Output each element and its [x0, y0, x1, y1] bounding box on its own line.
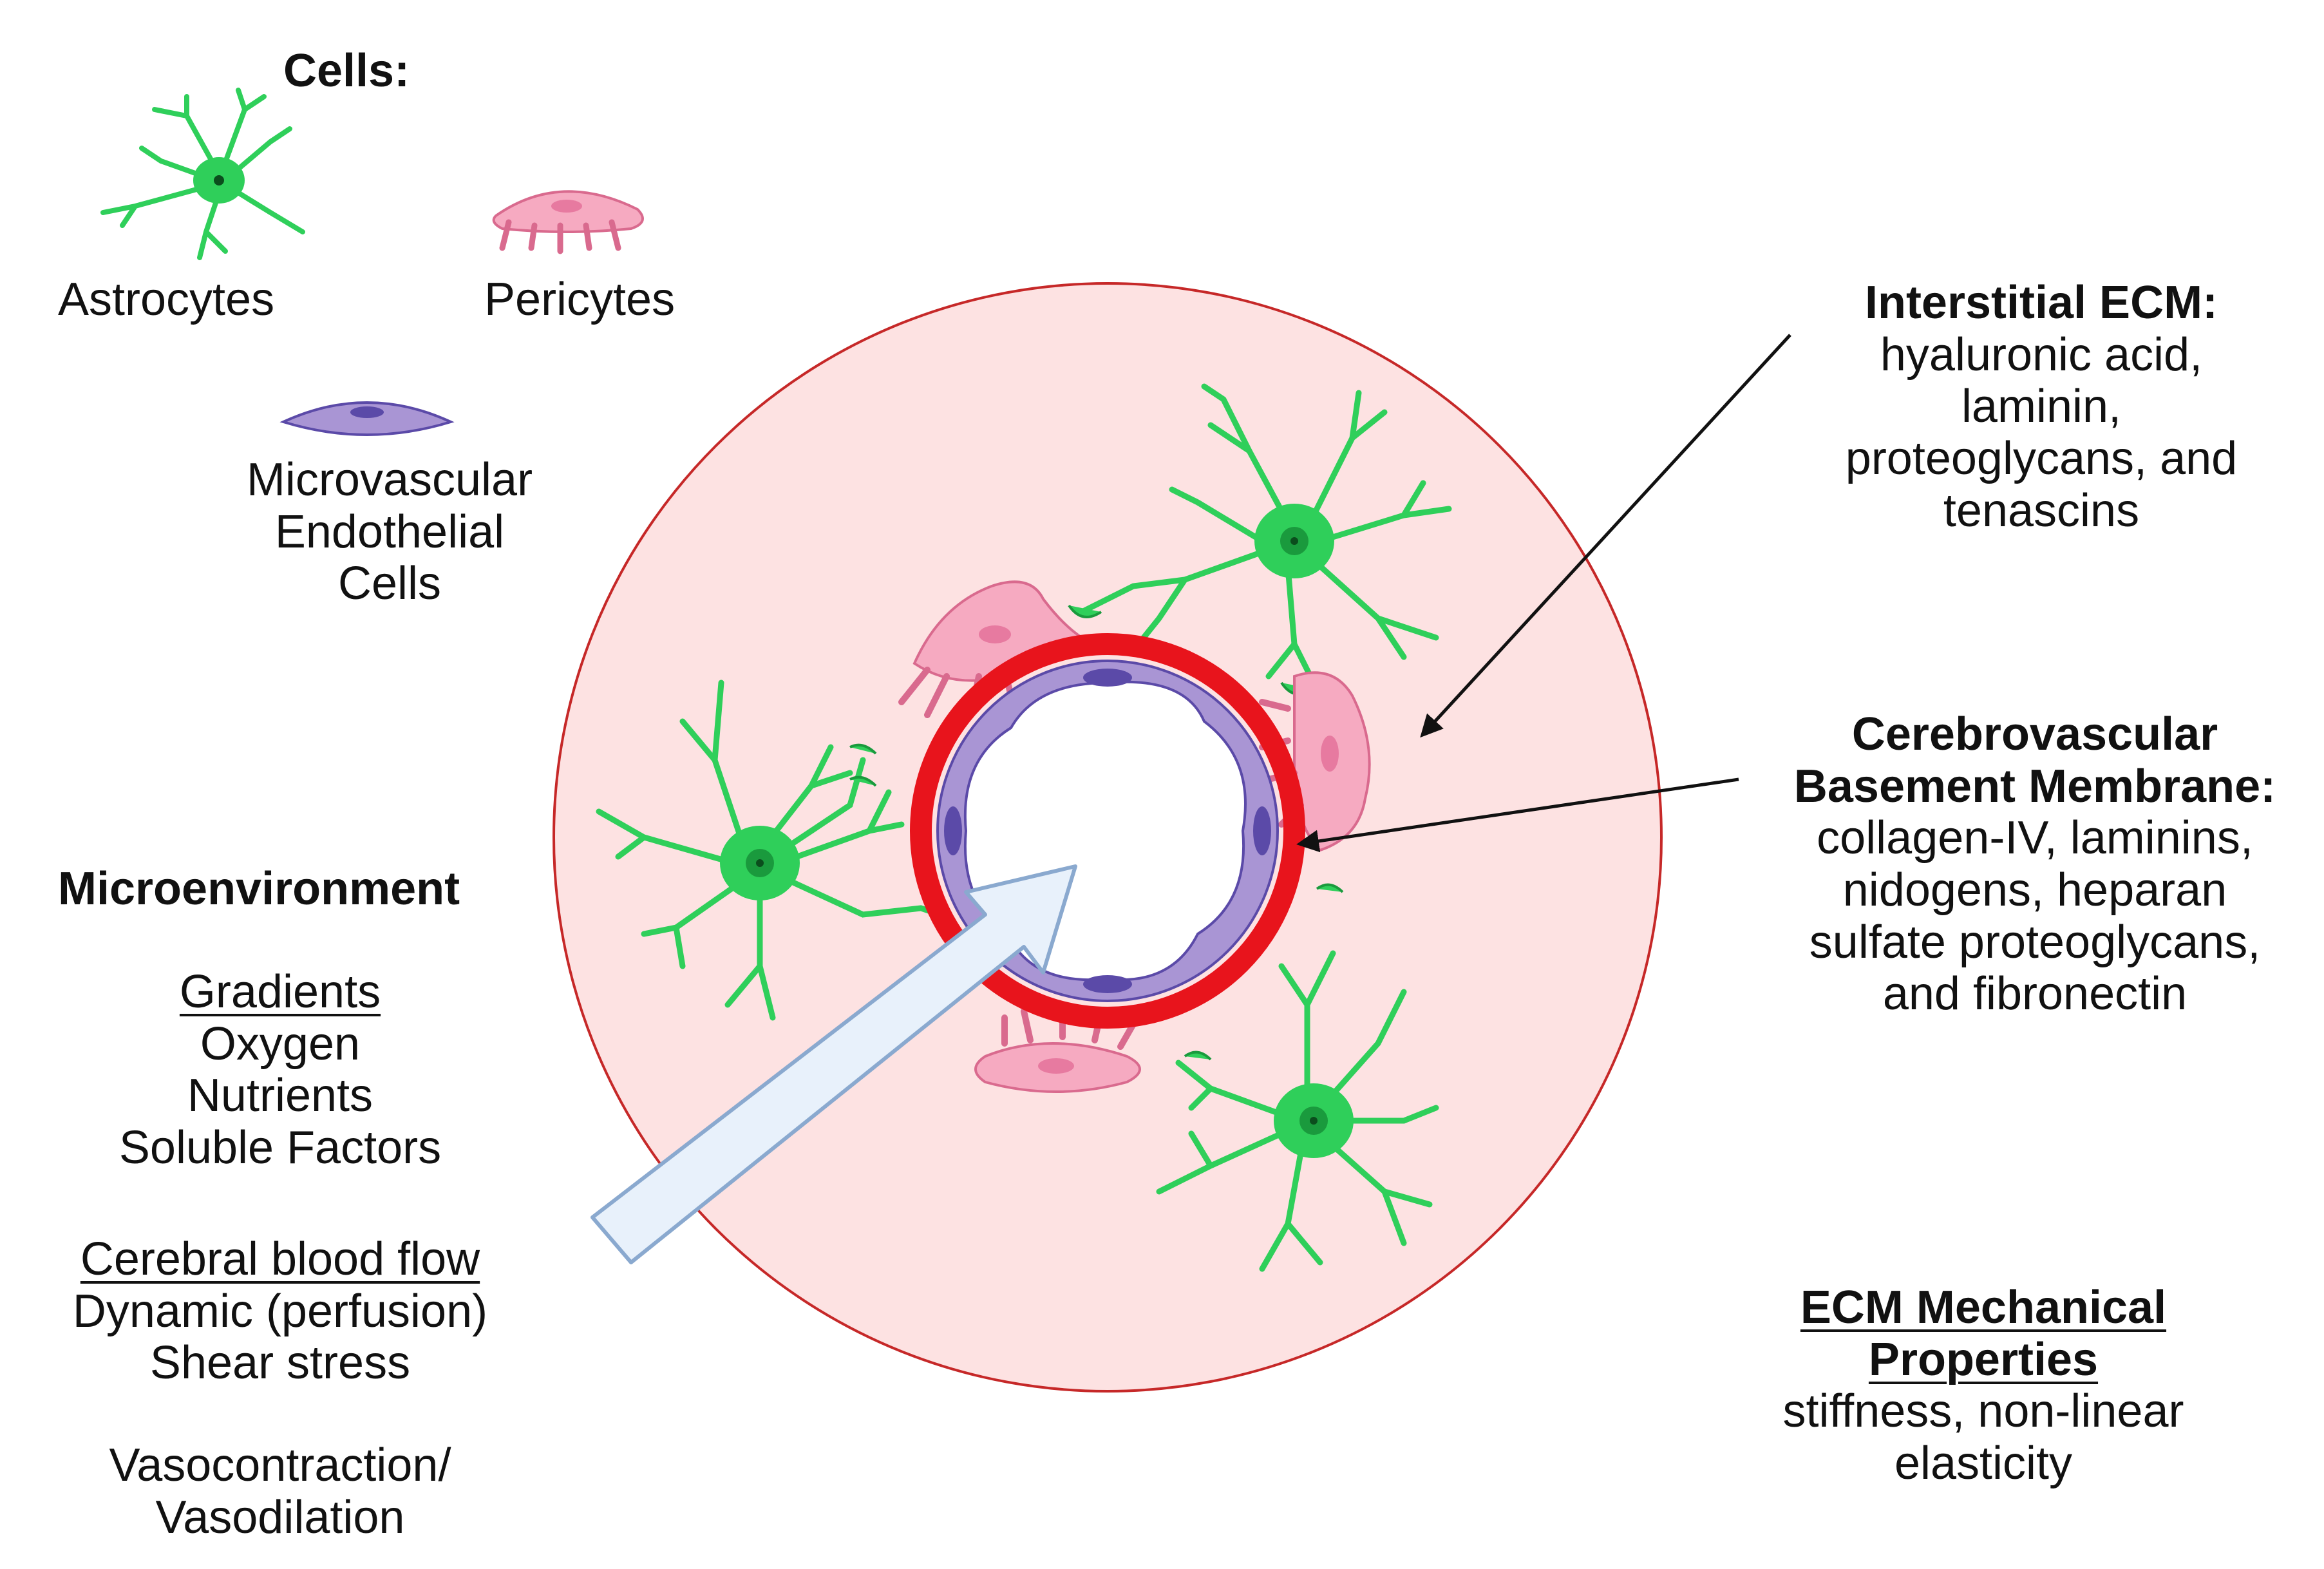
- endothelial-label: Microvascular Endothelial Cells: [246, 454, 533, 610]
- interstitial-ecm-block: Interstitial ECM: hyaluronic acid, lamin…: [1845, 277, 2238, 537]
- ecm-mechanical-block: ECM Mechanical Properties stiffness, non…: [1782, 1282, 2184, 1489]
- blood-flow-arrow: [590, 864, 1077, 1264]
- pericyte-right-icon: [1259, 671, 1371, 852]
- pericytes-label: Pericytes: [484, 274, 675, 325]
- endothelial-nucleus: [1083, 669, 1132, 687]
- gradients-block: Gradients Oxygen Nutrients Soluble Facto…: [118, 966, 442, 1174]
- vessel-wall: [910, 633, 1305, 1029]
- microenvironment-title: Microenvironment: [58, 863, 460, 915]
- astrocyte-left-icon: [596, 680, 943, 1021]
- basement-membrane-block: Cerebrovascular Basement Membrane: colla…: [1793, 708, 2276, 1020]
- pericyte-bottom-icon: [974, 1002, 1141, 1093]
- endothelial-nucleus: [1253, 806, 1271, 855]
- legend-title: Cells:: [283, 45, 410, 97]
- endothelial-nucleus: [1083, 975, 1132, 993]
- basement-pointer-arrow: [1296, 777, 1739, 853]
- astrocyte-legend-icon: [100, 88, 305, 260]
- blood-flow-block: Cerebral blood flow Dynamic (perfusion) …: [72, 1233, 488, 1389]
- astrocytes-label: Astrocytes: [58, 274, 275, 325]
- pericyte-legend-icon: [492, 190, 644, 254]
- interstitial-pointer-arrow: [1420, 334, 1791, 738]
- vaso-block: Vasocontraction/ Vasodilation: [109, 1440, 451, 1543]
- astrocyte-bottom-right-icon: [1156, 950, 1439, 1272]
- endothelial-legend-icon: [279, 401, 455, 436]
- endothelial-nucleus: [944, 806, 962, 855]
